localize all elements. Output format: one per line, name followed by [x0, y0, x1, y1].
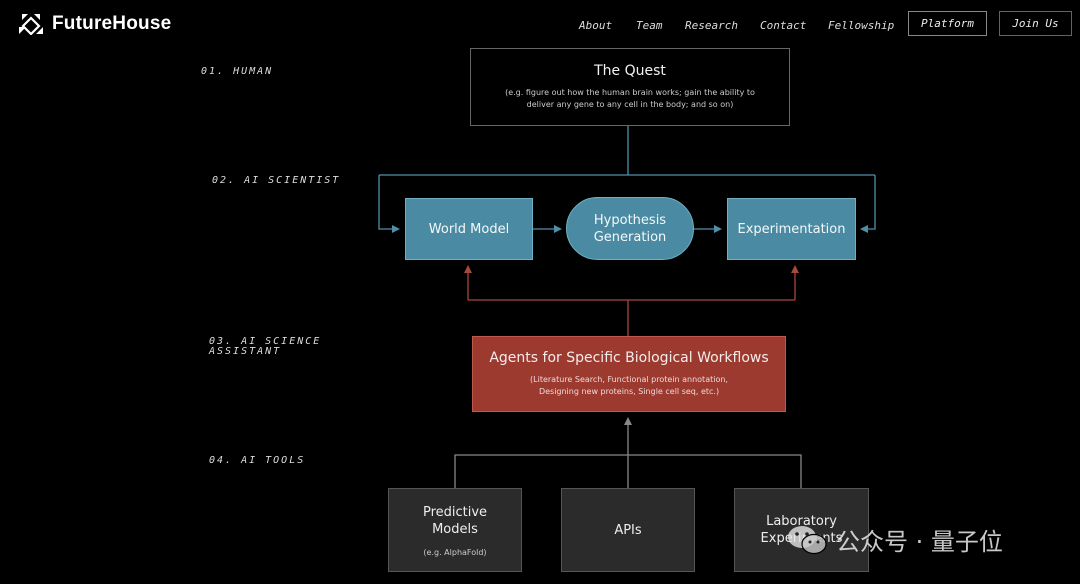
predictive-models-box: Predictive Models (e.g. AlphaFold) [388, 488, 522, 572]
level-assistant-line1: 03. AI SCIENCE [209, 336, 322, 347]
predictive-line1: Predictive [422, 504, 488, 520]
loop-right-line [860, 175, 876, 233]
hypothesis-line2: Generation [593, 229, 667, 245]
lab-line1: Laboratory [766, 514, 837, 529]
logo[interactable]: FutureHouse [18, 13, 171, 35]
nav-fellowship[interactable]: Fellowship [828, 19, 895, 32]
level-assistant-line2: ASSISTANT [209, 346, 282, 357]
agents-box: Agents for Specific Biological Workflows… [472, 336, 786, 412]
futurehouse-logo-icon [19, 14, 43, 35]
level-ai-tools-label: 04. AI TOOLS [209, 455, 306, 466]
experimentation-box: Experimentation [727, 198, 856, 260]
level-human-label: 01. HUMAN [201, 66, 274, 77]
watermark-text: 公众号 · 量子位 [836, 528, 1003, 556]
level-ai-science-assistant-label: 03. AI SCIENCE ASSISTANT [209, 337, 321, 357]
tools-bracket-line [454, 454, 802, 488]
nav-about[interactable]: About [579, 19, 613, 32]
join-us-button[interactable]: Join Us [999, 11, 1072, 36]
watermark: 公众号 · 量子位 [786, 522, 1003, 557]
hypothesis-generation-box: Hypothesis Generation [566, 197, 694, 260]
nav-contact[interactable]: Contact [760, 19, 807, 32]
quest-title: The Quest [594, 63, 666, 79]
level-ai-scientist-label: 02. AI SCIENTIST [212, 175, 341, 186]
nav-team[interactable]: Team [636, 19, 663, 32]
nav-research[interactable]: Research [685, 19, 738, 32]
quest-subtitle: (e.g. figure out how the human brain wor… [505, 88, 755, 109]
loop-left-line [378, 175, 400, 233]
platform-button[interactable]: Platform [908, 11, 987, 36]
predictive-line2: Models [432, 521, 478, 537]
predictive-subtitle: (e.g. AlphaFold) [423, 547, 487, 557]
world-model-box: World Model [405, 198, 533, 260]
wechat-icon [788, 525, 827, 554]
apis-box: APIs [561, 488, 695, 572]
agents-title: Agents for Specific Biological Workflows [489, 350, 769, 366]
agents-subtitle: (Literature Search, Functional protein a… [530, 375, 728, 396]
apis-label: APIs [614, 522, 642, 538]
brand-name: FutureHouse [52, 13, 172, 34]
hypothesis-line1: Hypothesis [593, 212, 667, 228]
quest-box: The Quest (e.g. figure out how the human… [470, 48, 790, 126]
